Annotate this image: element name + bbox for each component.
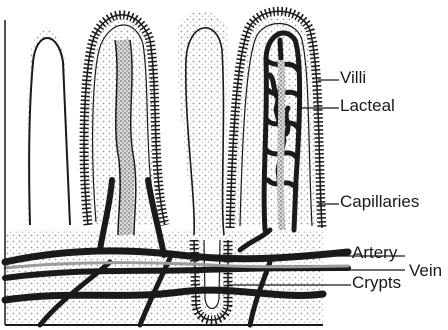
- label-vein: Vein: [409, 262, 442, 279]
- label-capillaries: Capillaries: [340, 193, 419, 210]
- crypt-left: [29, 38, 70, 225]
- lacteal-right: [281, 60, 282, 230]
- label-lacteal: Lacteal: [340, 97, 395, 114]
- label-artery: Artery: [352, 244, 397, 261]
- label-villi: Villi: [340, 69, 366, 86]
- label-crypts: Crypts: [352, 274, 401, 291]
